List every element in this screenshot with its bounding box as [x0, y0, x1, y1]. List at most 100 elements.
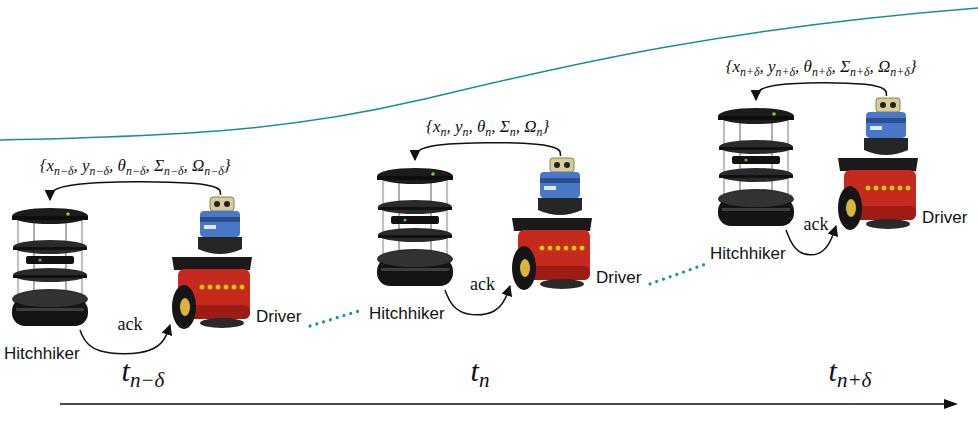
- turtlebot-part: [718, 108, 794, 124]
- turtlebot-part: [732, 156, 780, 164]
- math-symbol: {x: [726, 57, 740, 76]
- pioneer-part: [512, 218, 592, 231]
- ack-label: ack: [470, 273, 495, 296]
- pioneer-part: [890, 102, 896, 108]
- pioneer-part: [870, 126, 882, 130]
- pioneer-part: [873, 185, 878, 190]
- pioneer-picture: [510, 156, 594, 294]
- continuation-dots: [650, 264, 706, 284]
- math-symbol: }: [224, 156, 231, 175]
- robot-role-label: Driver: [596, 268, 641, 288]
- hitchhiker-robot: Hitchhiker: [10, 200, 90, 330]
- edge-label-holder: ack: [470, 273, 495, 296]
- math-symbol: }: [543, 117, 550, 136]
- pioneer-part: [555, 245, 560, 250]
- math-subscript: n−δ: [164, 164, 184, 178]
- driver-robot: Driver: [510, 156, 594, 294]
- pioneer-part: [239, 284, 244, 289]
- time-label-holder: tn+δ: [829, 354, 872, 392]
- math-symbol: , Ω: [870, 57, 891, 76]
- turtlebot-part: [26, 256, 74, 264]
- pioneer-part: [880, 102, 886, 108]
- pioneer-part: [180, 298, 190, 316]
- time-label-holder: tn−δ: [122, 354, 165, 392]
- pioneer-part: [876, 98, 900, 112]
- pioneer-part: [897, 185, 902, 190]
- pioneer-part: [571, 245, 576, 250]
- driver-robot: Driver: [170, 195, 254, 333]
- state-message-label: {xn, yn, θn, Σn, Ωn}: [426, 116, 549, 140]
- math-symbol: , y: [74, 156, 90, 175]
- turtlebot-part: [13, 275, 87, 278]
- hitchhiker-robot: Hitchhiker: [375, 160, 455, 290]
- trajectory-curve: [0, 8, 978, 140]
- pioneer-part: [520, 259, 530, 277]
- math-subscript: n+δ: [812, 65, 832, 79]
- pioneer-part: [223, 284, 228, 289]
- math-subscript: n−δ: [130, 368, 164, 392]
- pioneer-part: [200, 318, 244, 328]
- ack-label: ack: [804, 213, 829, 236]
- turtlebot-part: [718, 116, 794, 120]
- state-message-arrow: [756, 83, 886, 100]
- pioneer-part: [550, 158, 574, 172]
- turtlebot-part: [403, 218, 406, 221]
- pioneer-part: [231, 284, 236, 289]
- turtlebot-part: [722, 208, 790, 211]
- pioneer-part: [540, 279, 584, 289]
- ack-label: ack: [118, 313, 143, 336]
- math-symbol: , θ: [109, 156, 126, 175]
- pioneer-part: [200, 211, 240, 237]
- math-symbol: , θ: [795, 57, 812, 76]
- turtlebot-part: [382, 176, 384, 262]
- math-subscript: n−δ: [90, 164, 110, 178]
- pioneer-part: [540, 178, 580, 183]
- math-symbol: , Σ: [831, 57, 850, 76]
- pioneer-part: [207, 284, 212, 289]
- pioneer-part: [214, 201, 220, 207]
- turtlebot-part: [378, 251, 452, 267]
- pioneer-part: [198, 237, 242, 254]
- pioneer-part: [866, 118, 906, 123]
- pioneer-part: [199, 284, 204, 289]
- robot-role-label: Hitchhiker: [369, 304, 445, 324]
- math-symbol: , Σ: [145, 156, 164, 175]
- math-subscript: n: [510, 125, 516, 139]
- pioneer-part: [838, 158, 918, 171]
- math-subscript: n+δ: [850, 65, 870, 79]
- turtlebot-part: [787, 116, 789, 202]
- math-symbol: t: [122, 354, 130, 387]
- pioneer-part: [846, 199, 856, 217]
- math-symbol: t: [829, 354, 837, 387]
- time-step-label: tn+δ: [829, 354, 872, 392]
- pioneer-part: [224, 201, 230, 207]
- turtlebot-part: [772, 112, 776, 116]
- math-subscript: n−δ: [54, 164, 74, 178]
- math-symbol: , y: [760, 57, 776, 76]
- math-symbol: ack: [470, 274, 495, 294]
- state-message-label: {xn−δ, yn−δ, θn−δ, Σn−δ, Ωn−δ}: [40, 155, 231, 179]
- math-symbol: , Ω: [516, 117, 537, 136]
- turtlebot-picture: [375, 160, 455, 290]
- pioneer-part: [579, 245, 584, 250]
- turtlebot-part: [719, 140, 793, 154]
- driver-robot: Driver: [836, 96, 920, 234]
- turtlebot-part: [719, 175, 793, 178]
- pioneer-part: [889, 185, 894, 190]
- pioneer-part: [204, 225, 216, 229]
- time-axis: [60, 403, 948, 405]
- turtlebot-part: [13, 291, 87, 307]
- pioneer-part: [547, 245, 552, 250]
- math-symbol: ack: [118, 314, 143, 334]
- math-subscript: n: [440, 125, 446, 139]
- turtlebot-part: [723, 116, 725, 202]
- pioneer-part: [563, 245, 568, 250]
- math-subscript: n+δ: [837, 368, 871, 392]
- robot-role-label: Driver: [922, 208, 967, 228]
- pioneer-part: [866, 112, 906, 138]
- math-symbol: , θ: [468, 117, 485, 136]
- turtlebot-part: [378, 207, 452, 210]
- turtlebot-part: [81, 216, 83, 302]
- turtlebot-part: [719, 168, 793, 182]
